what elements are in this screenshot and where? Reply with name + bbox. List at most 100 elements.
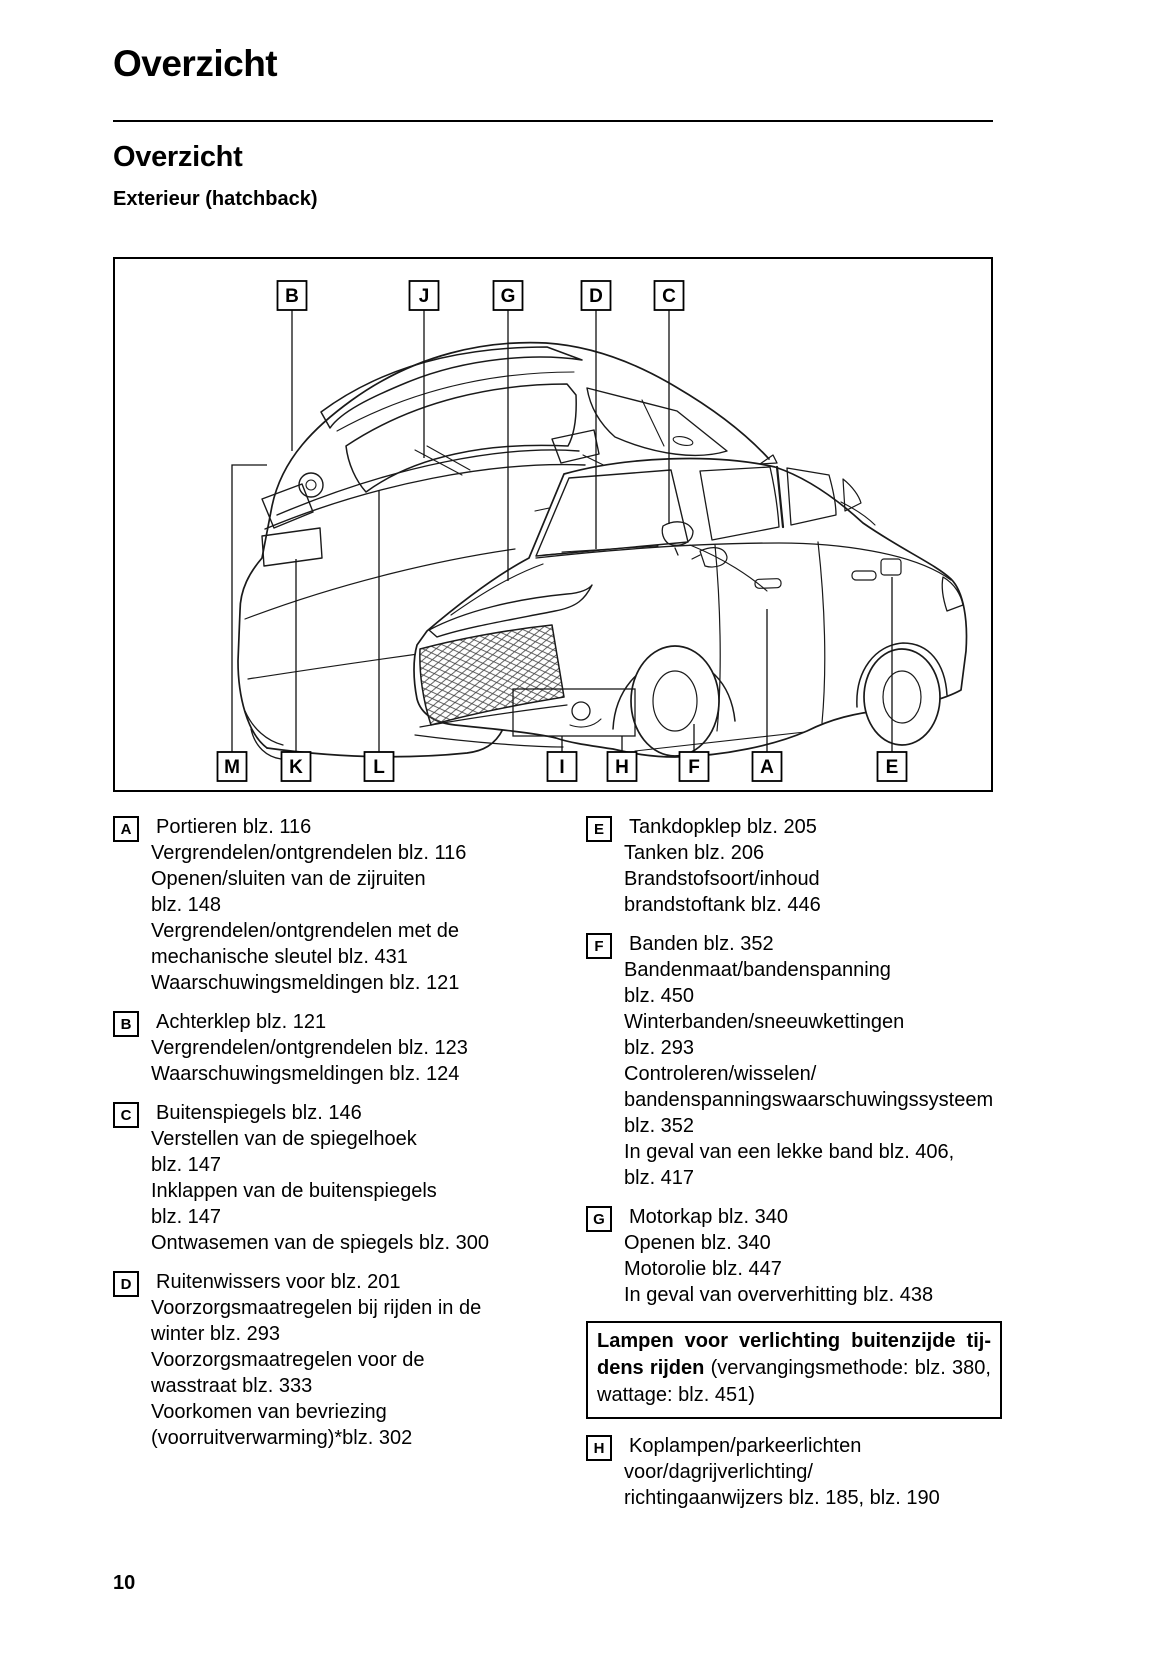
diagram-label-F: F [678,751,710,782]
legend-item-title: Ruitenwissers voor blz. 201 [156,1271,401,1293]
svg-text:M: M [224,757,240,778]
lamp-note-bold-text: Lampen voor verlichting buitenzijde tij­… [597,1330,991,1379]
legend-item-line: Vergrendelen/ontgrendelen blz. 123 [151,1037,468,1059]
letter-badge: G [586,1206,612,1232]
legend-item-line: winter blz. 293 [151,1323,280,1345]
legend-item-H: H Koplampen/parkeerlichten voor/dagrijve… [586,1433,1066,1511]
car-front-view [413,454,968,758]
legend-item-line: blz. 148 [151,894,222,916]
legend-item-line: blz. 417 [624,1167,695,1189]
legend-item-line: Tanken blz. 206 [624,842,765,864]
legend-column-left: A Portieren blz. 116 Vergrendelen/ontgre… [113,814,586,1464]
foglamp-callout-box [512,688,636,737]
legend-item-line: In geval van een lekke band blz. 406, [624,1141,955,1163]
diagram-label-I: I [546,751,578,782]
svg-text:K: K [289,757,303,778]
legend-item-line: Voorzorgsmaatregelen bij rijden in de [151,1297,482,1319]
legend-item-line: brandstoftank blz. 446 [624,894,821,916]
legend-item-title: Motorkap blz. 340 [629,1206,788,1228]
svg-text:L: L [373,757,385,778]
legend-item-line: blz. 147 [151,1206,222,1228]
letter-badge: H [586,1435,612,1461]
legend-item-A: A Portieren blz. 116 Vergrendelen/ontgre… [113,814,586,996]
diagram-label-D: D [580,280,612,311]
car-rear-view [237,341,770,760]
page-number: 10 [113,1572,136,1594]
svg-text:D: D [589,286,603,307]
svg-text:A: A [760,757,774,778]
svg-text:H: H [615,757,629,778]
legend-item-line: Voorkomen van bevriezing [151,1401,387,1423]
legend-item-C: C Buitenspiegels blz. 146 Verstellen van… [113,1100,586,1256]
legend-item-line: Openen/sluiten van de zijruiten [151,868,426,890]
diagram-label-K: K [280,751,312,782]
legend-item-line: Waarschuwingsmeldingen blz. 124 [151,1063,460,1085]
divider-rule [113,120,993,122]
legend-item-line: Voorzorgsmaatregelen voor de [151,1349,425,1371]
letter-badge: F [586,933,612,959]
svg-text:J: J [419,286,430,307]
legend-item-line: Vergrendelen/ontgrendelen blz. 116 [151,842,467,864]
diagram-label-B: B [276,280,308,311]
legend-item-title: Banden blz. 352 [629,933,774,955]
exterior-diagram: B J G D C M K L I H F A E [113,257,993,792]
lamp-note-box: Lampen voor verlichting buitenzijde tij­… [586,1321,1002,1419]
svg-text:E: E [886,757,899,778]
svg-text:C: C [662,286,676,307]
legend-item-title: Tankdopklep blz. 205 [629,816,817,838]
section-title: Overzicht [113,141,243,173]
diagram-label-H: H [606,751,638,782]
legend-item-B: B Achterklep blz. 121 Vergrendelen/ontgr… [113,1009,586,1087]
legend-item-line: Bandenmaat/bandenspanning [624,959,891,981]
diagram-label-G: G [492,280,524,311]
diagram-label-E: E [876,751,908,782]
diagram-label-L: L [363,751,395,782]
legend-item-line: (voorruitverwarming)*blz. 302 [151,1427,413,1449]
legend-item-line: richtingaanwijzers blz. 185, blz. 190 [624,1487,940,1509]
legend: A Portieren blz. 116 Vergrendelen/ontgre… [113,814,1073,1524]
legend-item-line: bandenspanningswaarschuwingssysteem [624,1089,994,1111]
diagram-label-J: J [408,280,440,311]
legend-item-line: Verstellen van de spiegelhoek [151,1128,417,1150]
legend-item-title: Achterklep blz. 121 [156,1011,327,1033]
legend-item-F: F Banden blz. 352 Bandenmaat/bandenspann… [586,931,1066,1191]
legend-item-line: Ontwasemen van de spiegels blz. 300 [151,1232,489,1254]
legend-item-line: Motorolie blz. 447 [624,1258,782,1280]
diagram-label-M: M [216,751,248,782]
legend-item-line: Controleren/wisselen/ [624,1063,817,1085]
legend-item-line: blz. 293 [624,1037,695,1059]
letter-badge: E [586,816,612,842]
letter-badge: C [113,1102,139,1128]
diagram-label-A: A [751,751,783,782]
page-content: Overzicht Overzicht Exterieur (hatchback… [113,0,1073,1524]
legend-item-title: Portieren blz. 116 [156,816,312,838]
lamp-note-rest-text: (vervangingsmethode: blz. 380, wattage: … [597,1357,991,1406]
svg-text:F: F [688,757,700,778]
letter-badge: A [113,816,139,842]
legend-item-line: blz. 352 [624,1115,695,1137]
door-mirror-detail [661,521,694,556]
section-subtitle: Exterieur (hatchback) [113,188,318,210]
svg-text:G: G [501,286,516,307]
legend-item-title: Koplampen/parkeerlichten [629,1435,862,1457]
legend-item-line: Inklappen van de buitenspiegels [151,1180,437,1202]
letter-badge: B [113,1011,139,1037]
legend-item-line: wasstraat blz. 333 [151,1375,313,1397]
legend-item-line: blz. 450 [624,985,695,1007]
legend-item-line: Waarschuwingsmeldingen blz. 121 [151,972,460,994]
legend-item-line: In geval van oververhitting blz. 438 [624,1284,934,1306]
svg-text:B: B [285,286,299,307]
legend-item-line: Brandstofsoort/inhoud [624,868,820,890]
svg-text:I: I [559,757,564,778]
leader-lines [231,310,893,752]
letter-badge: D [113,1271,139,1297]
legend-item-line: mechanische sleutel blz. 431 [151,946,408,968]
chapter-title: Overzicht [113,43,278,84]
legend-item-line: voor/dagrijverlichting/ [624,1461,813,1483]
legend-item-line: Vergrendelen/ontgrendelen met de [151,920,460,942]
legend-item-title: Buitenspiegels blz. 146 [156,1102,362,1124]
legend-item-D: D Ruitenwissers voor blz. 201 Voorzorgsm… [113,1269,586,1451]
legend-item-line: Openen blz. 340 [624,1232,771,1254]
